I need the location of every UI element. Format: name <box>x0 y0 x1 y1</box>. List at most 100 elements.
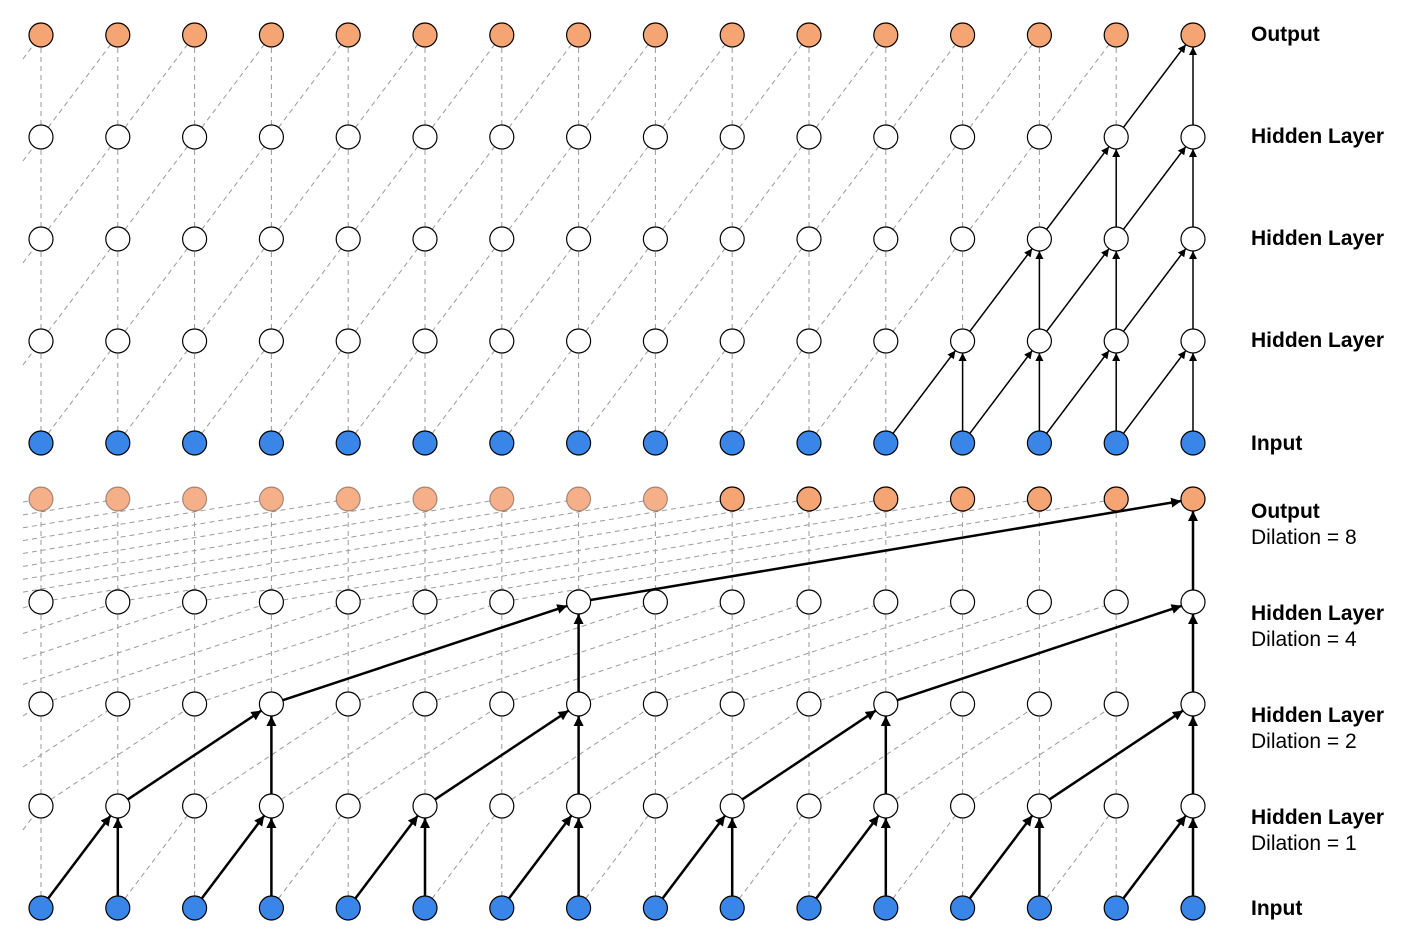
bottom-edge-diagonal <box>892 815 956 899</box>
top-hidden-node <box>28 226 54 252</box>
top-panel-receptive-field-edges <box>892 44 1197 434</box>
bottom-output-node <box>719 486 745 512</box>
top-hidden-node <box>182 124 208 150</box>
bottom-edge-diagonal <box>436 500 1028 601</box>
top-edge-diagonal <box>662 44 726 128</box>
top-edge-diagonal <box>124 248 188 332</box>
top-edge-diagonal <box>1046 44 1110 128</box>
top-hidden-node <box>719 328 745 354</box>
bottom-output-node <box>412 486 438 512</box>
top-edge-diagonal <box>585 350 649 434</box>
bottom-edge-padding <box>22 815 35 831</box>
top-edge-diagonal <box>47 248 111 332</box>
bottom-hidden-node <box>796 793 822 819</box>
top-hidden-node <box>105 226 131 252</box>
top-input-node <box>565 430 592 456</box>
bottom-edge-diagonal <box>206 500 798 601</box>
bottom-input-node <box>335 895 361 921</box>
top-edge-diagonal <box>124 350 188 434</box>
bottom-input-node <box>28 895 54 921</box>
bottom-edge-padding <box>22 500 183 529</box>
top-edge-diagonal <box>739 146 803 230</box>
top-hidden-node <box>873 328 899 354</box>
top-edge-diagonal <box>431 248 495 332</box>
top-hidden-node <box>335 328 361 354</box>
top-hidden-node <box>1103 328 1129 354</box>
bottom-output-node <box>565 486 592 512</box>
top-hidden-node <box>412 328 438 354</box>
bottom-output-node <box>335 486 361 512</box>
bottom-edge-diagonal <box>666 605 952 701</box>
top-edge-diagonal <box>969 146 1033 230</box>
bottom-hidden-node <box>873 691 899 717</box>
top-output-node <box>28 22 54 48</box>
top-edge-diagonal <box>47 146 111 230</box>
top-hidden-node <box>182 328 208 354</box>
bottom-hidden-layer-3-label: Hidden Layer Dilation = 4 <box>1251 602 1385 651</box>
bottom-hidden-node <box>335 589 361 615</box>
bottom-hidden-node <box>719 793 745 819</box>
bottom-active-edge <box>741 709 877 801</box>
top-output-node <box>258 22 284 48</box>
top-hidden-node <box>1180 124 1206 150</box>
top-hidden-node <box>28 124 54 150</box>
top-edge-diagonal <box>739 350 803 434</box>
bottom-hidden-node <box>1026 691 1053 717</box>
top-hidden-node <box>412 226 438 252</box>
top-hidden-node <box>28 328 54 354</box>
bottom-active-edge <box>968 814 1034 900</box>
top-output-node <box>565 22 592 48</box>
bottom-input-node <box>873 895 899 921</box>
top-hidden-layer-3-label: Hidden Layer <box>1251 125 1385 148</box>
bottom-active-edge <box>590 497 1182 602</box>
bottom-hidden-node <box>873 793 899 819</box>
bottom-hidden-node <box>1103 589 1129 615</box>
bottom-active-edge <box>508 814 573 900</box>
bottom-edge-diagonal <box>431 815 495 899</box>
bottom-input-node <box>412 895 438 921</box>
bottom-edge-padding <box>22 605 261 685</box>
bottom-input-node <box>1180 895 1206 921</box>
bottom-edge-diagonal <box>359 500 951 601</box>
top-hidden-node <box>1026 226 1053 252</box>
top-panel-nodes <box>28 22 1206 456</box>
top-edge-diagonal <box>47 44 111 128</box>
top-edge-diagonal <box>892 146 956 230</box>
top-edge-diagonal <box>355 146 419 230</box>
bottom-output-node <box>873 486 899 512</box>
top-output-node <box>489 22 515 48</box>
bottom-input-node <box>182 895 208 921</box>
bottom-panel-receptive-field-edges <box>47 497 1198 900</box>
top-hidden-node <box>258 124 284 150</box>
top-hidden-node <box>796 124 822 150</box>
bottom-edge-diagonal <box>585 815 649 899</box>
bottom-hidden-node <box>489 589 515 615</box>
bottom-input-node <box>105 895 131 921</box>
top-hidden-node <box>412 124 438 150</box>
top-hidden-node <box>949 124 976 150</box>
top-edge-padding <box>22 146 35 162</box>
top-edge-diagonal <box>124 44 188 128</box>
bottom-input-node <box>642 895 669 921</box>
top-input-node <box>105 430 131 456</box>
top-hidden-node <box>105 328 131 354</box>
bottom-edge-padding <box>22 500 30 503</box>
bottom-edge-padding <box>22 605 107 634</box>
bottom-output-node <box>1026 486 1053 512</box>
bottom-input-node <box>719 895 745 921</box>
bottom-edge-padding <box>22 500 567 593</box>
top-edge-padding <box>22 248 35 264</box>
top-edge-diagonal <box>355 248 419 332</box>
top-edge-diagonal <box>355 350 419 434</box>
bottom-hidden-node <box>182 691 208 717</box>
output-dilation-label: Dilation = 8 <box>1251 526 1357 549</box>
top-edge-diagonal <box>431 350 495 434</box>
bottom-hidden-node <box>1026 589 1053 615</box>
top-hidden-node <box>258 226 284 252</box>
top-output-node <box>182 22 208 48</box>
bottom-edge-diagonal <box>743 605 1029 701</box>
top-hidden-node <box>719 124 745 150</box>
bottom-edge-diagonal <box>1046 815 1110 899</box>
top-hidden-node <box>873 226 899 252</box>
bottom-active-edge <box>1122 814 1187 900</box>
